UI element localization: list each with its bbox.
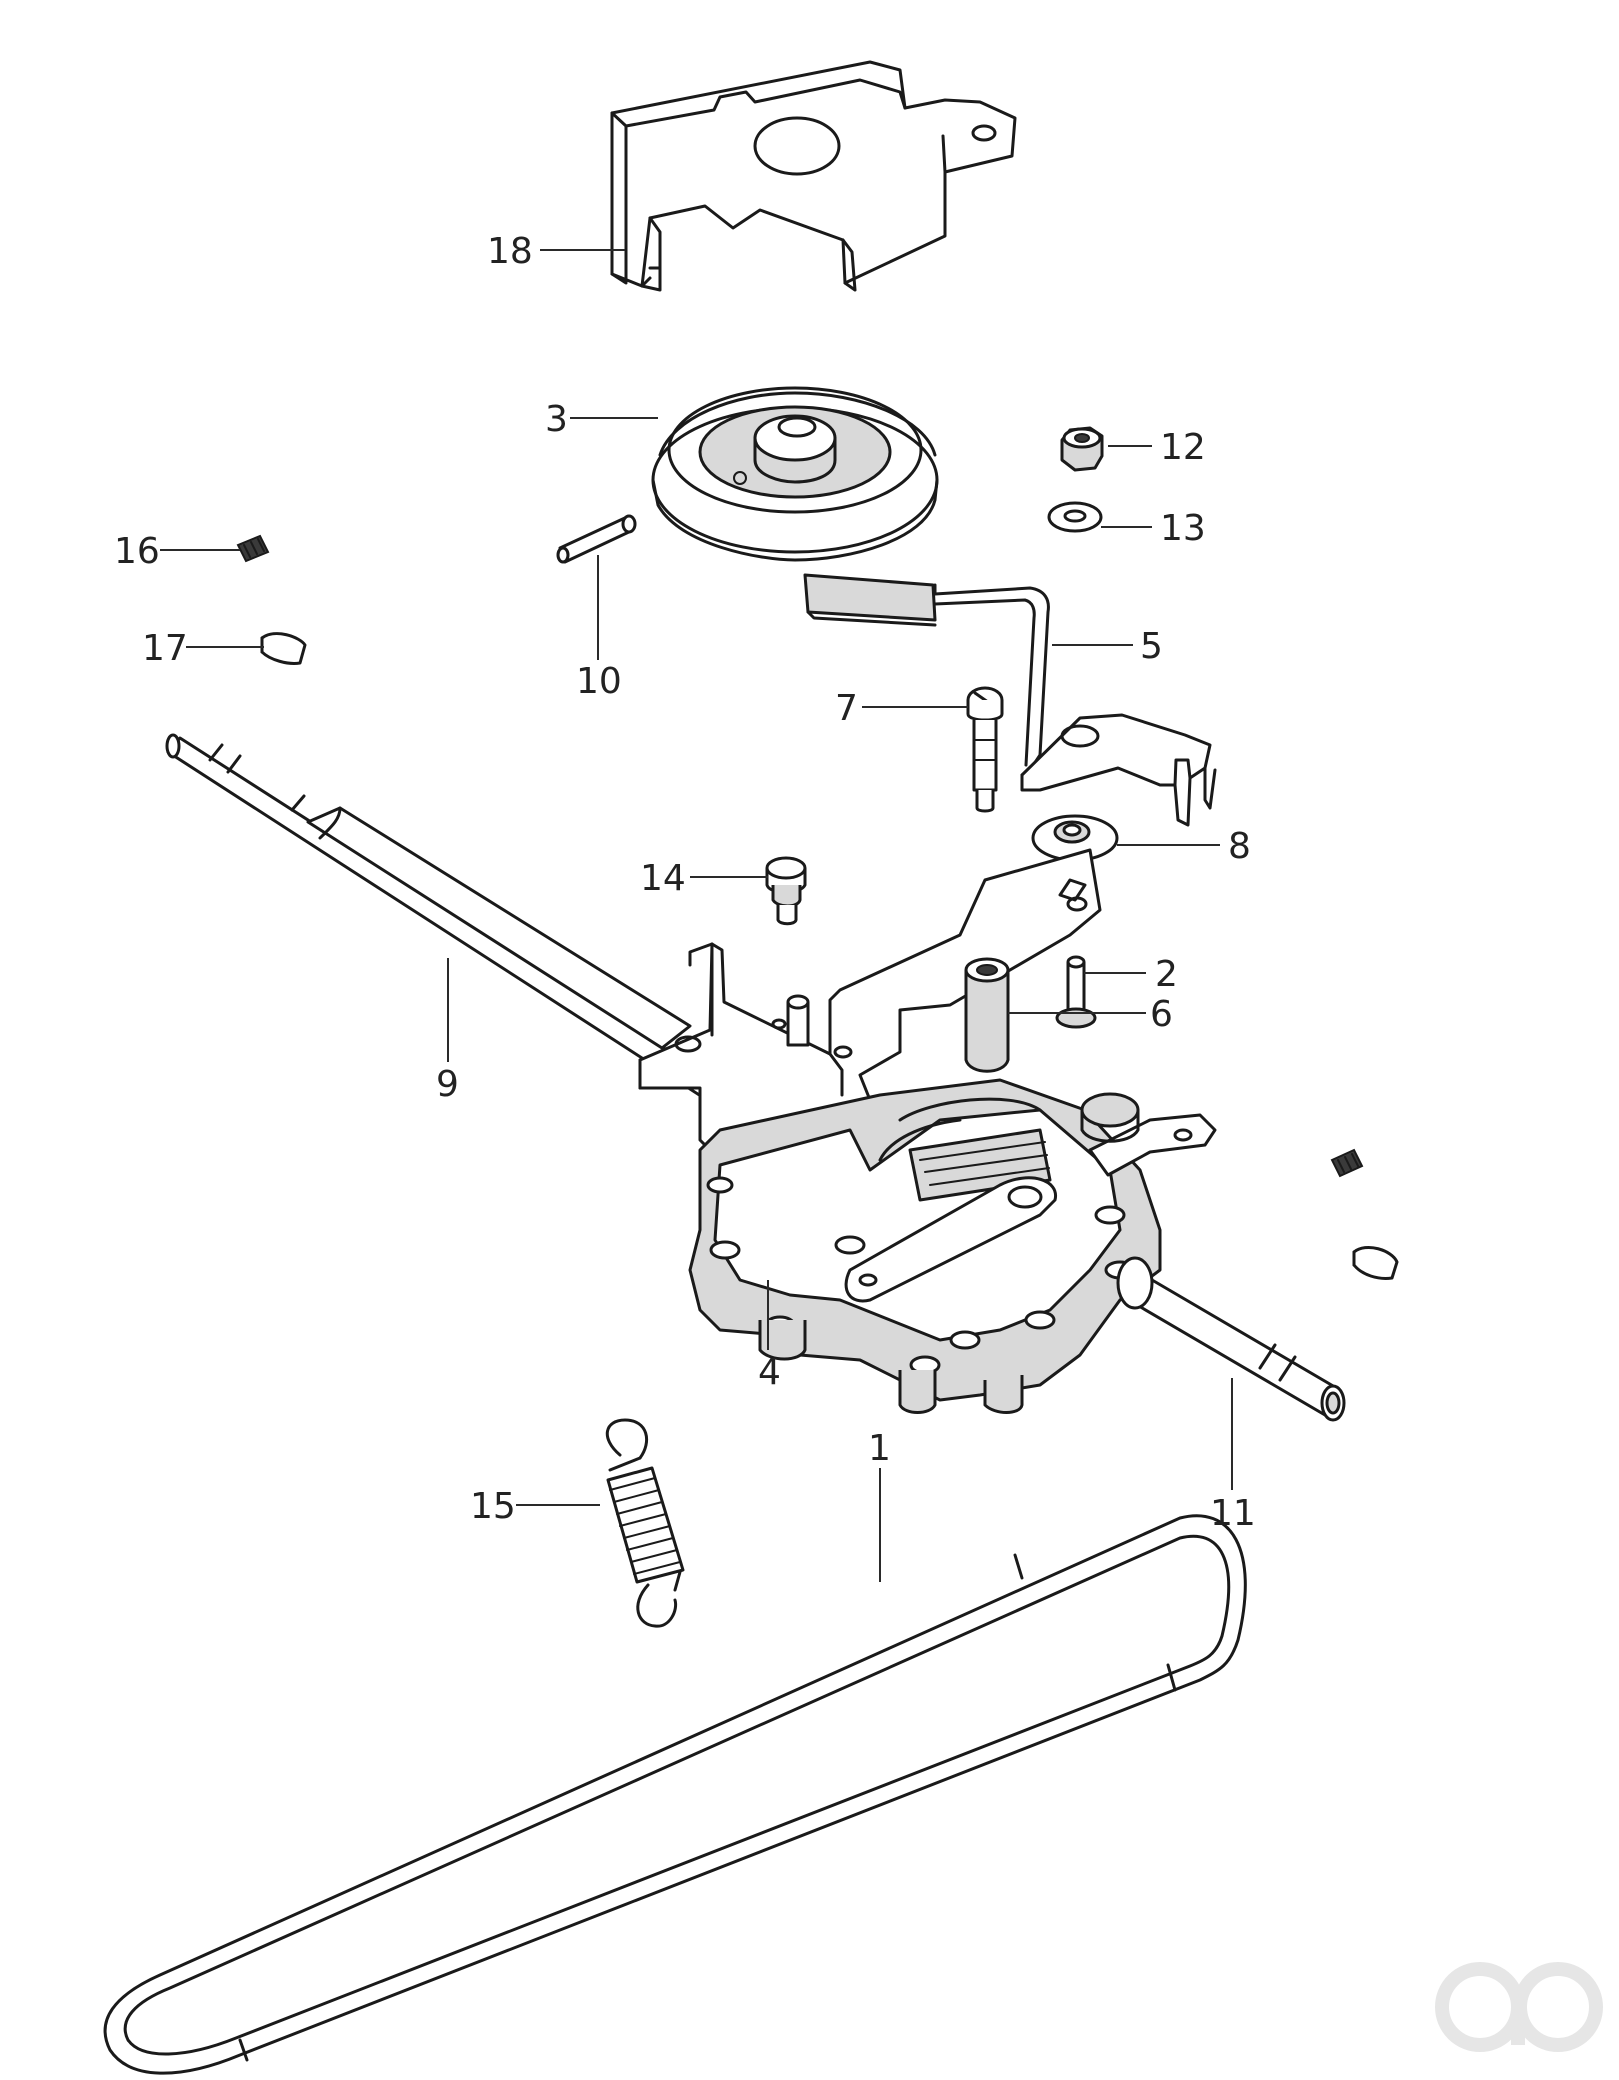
drive-belt-icon	[103, 1514, 1247, 2075]
extension-spring-icon	[605, 1418, 685, 1628]
callout-2: 2	[1155, 954, 1178, 995]
callout-11: 11	[1210, 1493, 1256, 1534]
watermark-logo-icon	[1435, 1962, 1603, 2052]
axle-shaft-right-icon	[1118, 1268, 1346, 1422]
callout-16: 16	[114, 531, 160, 572]
callout-15: 15	[470, 1486, 516, 1527]
callout-7: 7	[835, 688, 858, 729]
callout-12: 12	[1160, 427, 1206, 468]
washer-icon	[1047, 501, 1103, 533]
callout-18: 18	[487, 231, 533, 272]
callout-17: 17	[142, 628, 188, 669]
control-lever-icon	[803, 573, 1217, 827]
callout-4: 4	[758, 1352, 781, 1393]
bracket-cover-icon	[610, 60, 1017, 292]
leader-lines	[160, 249, 1233, 1582]
callout-10: 10	[576, 661, 622, 702]
callout-3: 3	[545, 399, 568, 440]
pin-icon	[556, 514, 637, 564]
woodruff-key-right-icon	[1352, 1246, 1399, 1280]
woodruff-key-icon	[260, 632, 307, 665]
set-screw-right-icon	[1330, 1148, 1364, 1178]
callout-9: 9	[436, 1064, 459, 1105]
callout-5: 5	[1140, 626, 1163, 667]
bolt-icon	[966, 686, 1004, 813]
flat-washer-icon	[1031, 814, 1119, 862]
lock-nut-icon	[1060, 426, 1104, 472]
callout-13: 13	[1160, 508, 1206, 549]
callout-14: 14	[640, 858, 686, 899]
set-screw-icon	[236, 534, 270, 563]
flange-bolt-icon	[765, 856, 807, 926]
shoulder-pin-icon	[1055, 955, 1097, 1029]
callout-labels: 18 3 12 13 16 10 17 5 7 8 14 2 6 9 4 1 1…	[114, 231, 1256, 1534]
pulley-icon	[651, 386, 939, 562]
callout-6: 6	[1150, 994, 1173, 1035]
transmission-gearbox-icon	[638, 848, 1217, 1414]
callout-8: 8	[1228, 826, 1251, 867]
callout-1: 1	[868, 1428, 891, 1469]
